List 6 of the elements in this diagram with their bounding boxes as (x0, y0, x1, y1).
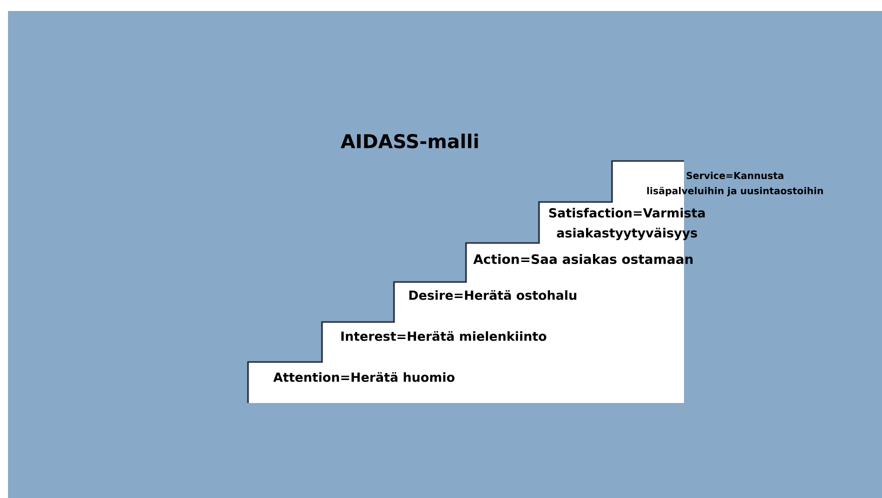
step-label: Interest=Herätä mielenkiinto (341, 331, 546, 341)
step-label: Satisfaction=Varmista asiakastyytyväisyys (549, 208, 705, 240)
step-label: Action=Saa asiakas ostamaan (473, 254, 693, 264)
step-label: Attention=Herätä huomio (273, 372, 454, 382)
title: AIDASS-malli (340, 134, 478, 148)
step-label: Desire=Herätä ostohalu (409, 290, 576, 300)
